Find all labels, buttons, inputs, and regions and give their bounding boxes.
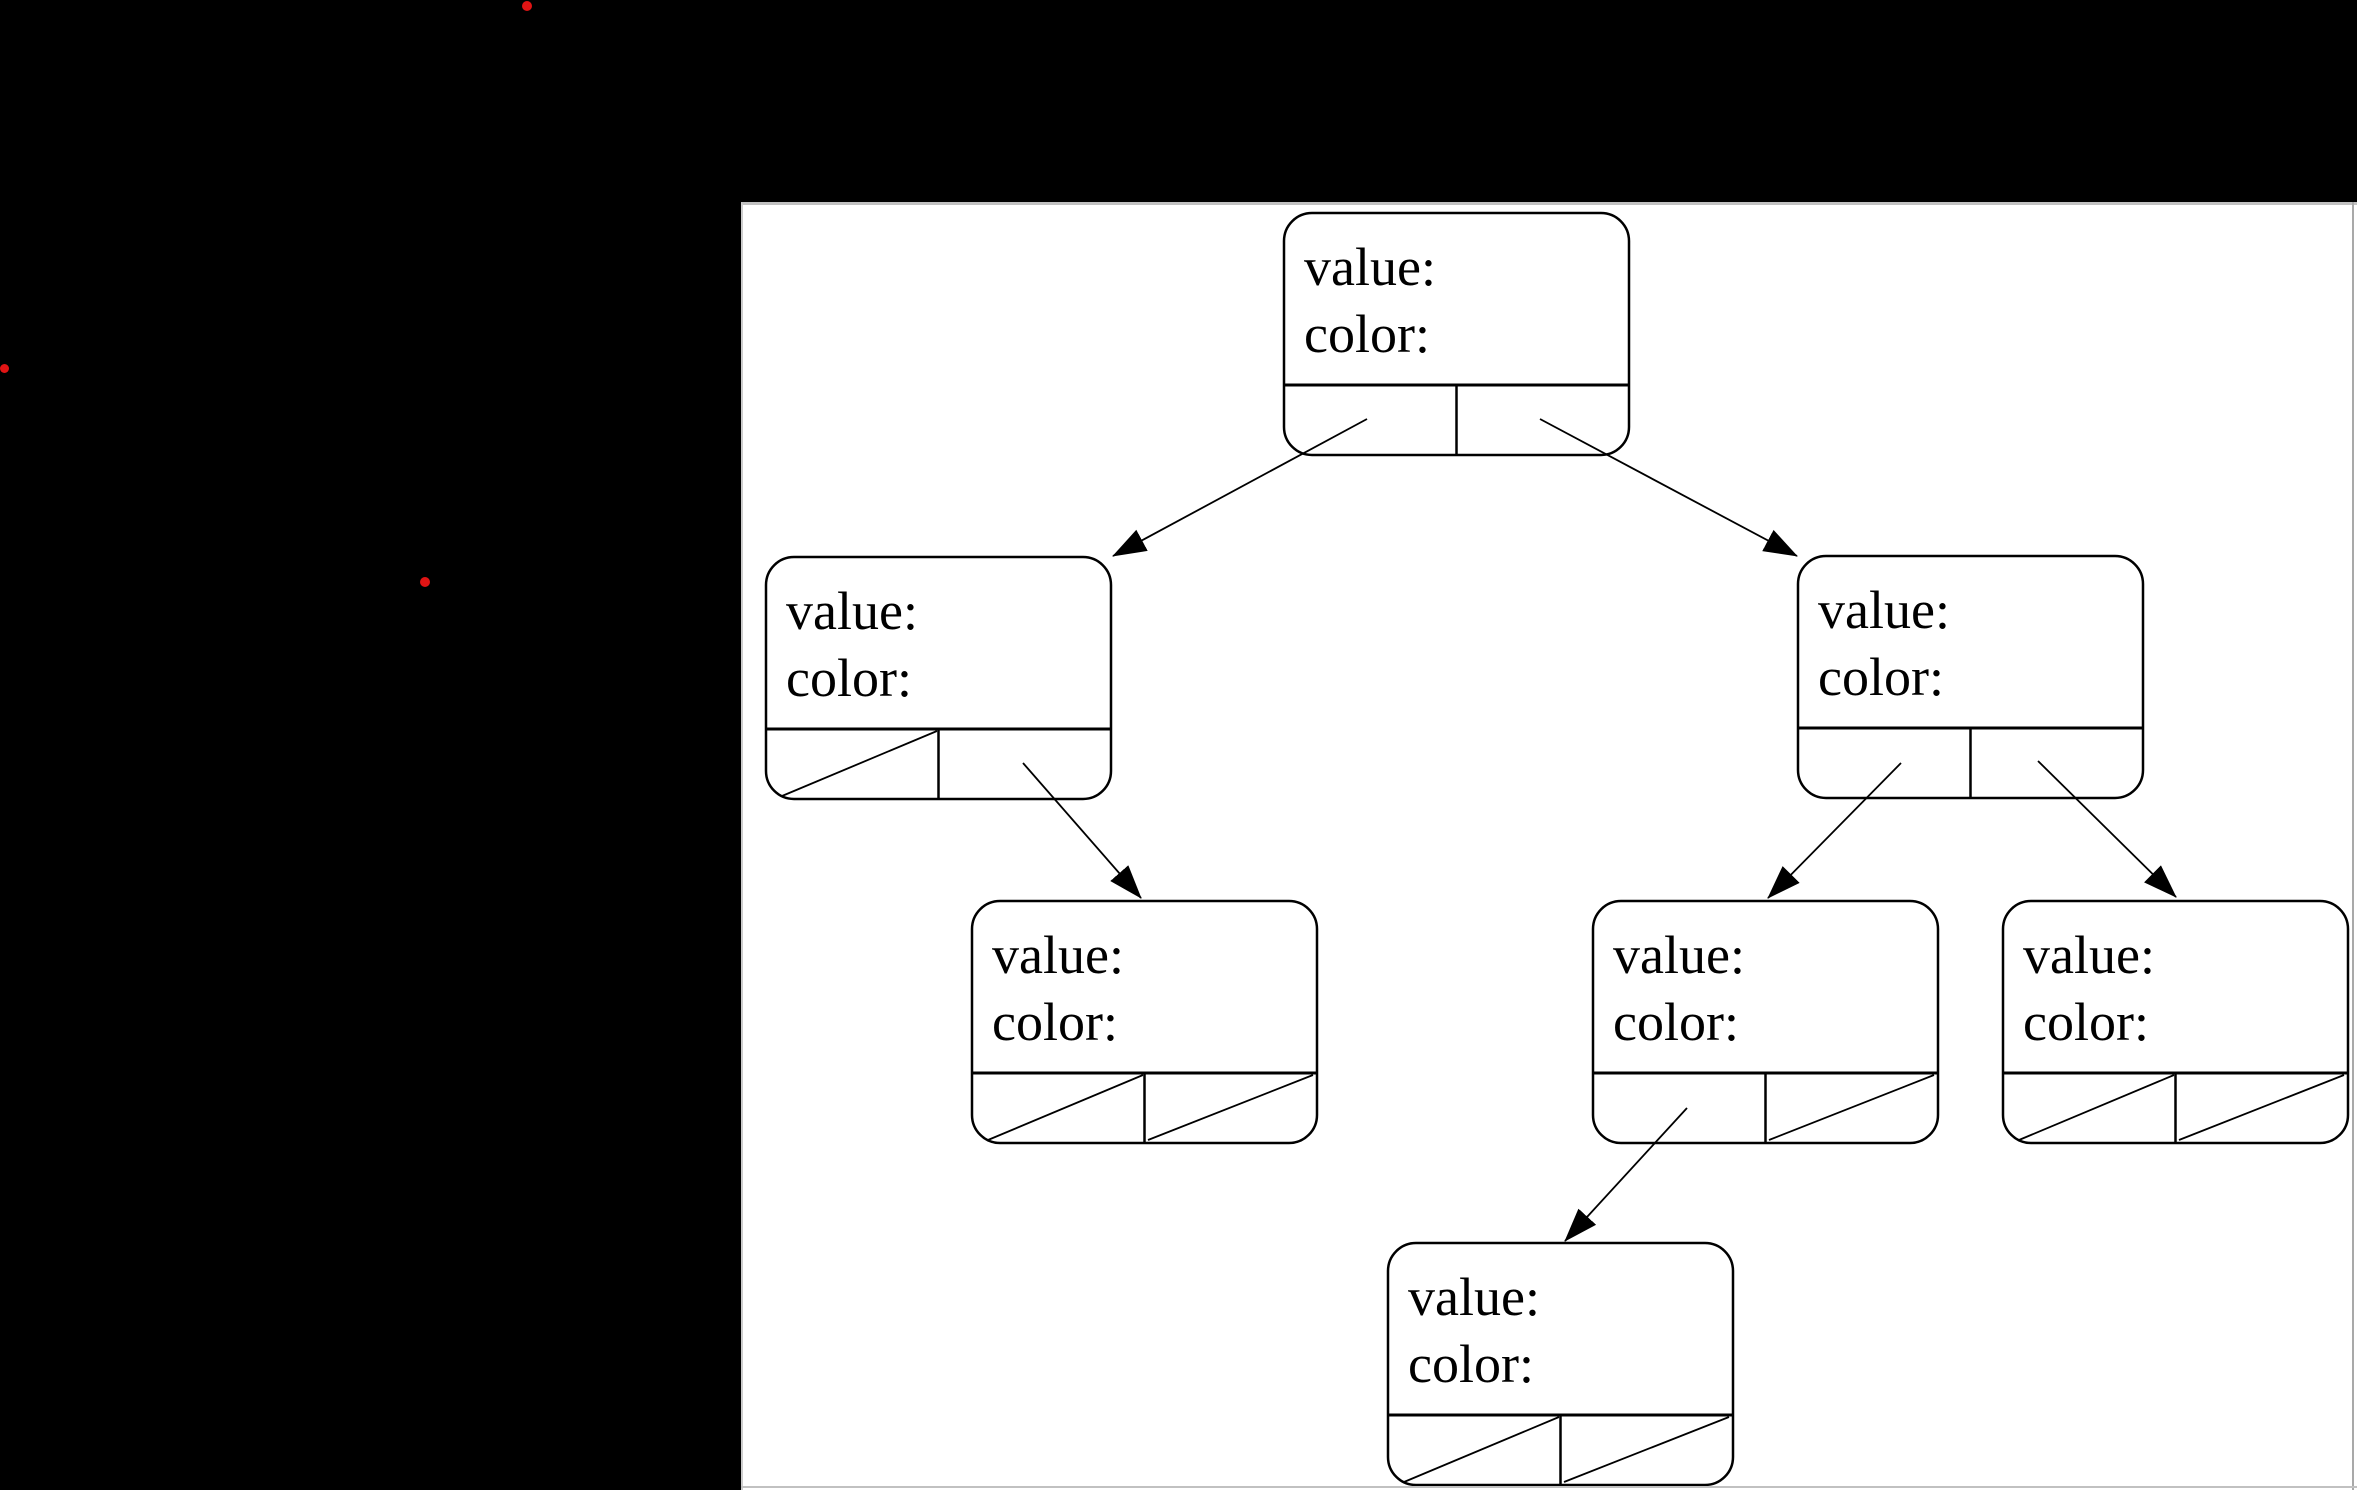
node-value-label: value: (2023, 925, 2155, 985)
node-color-label: color: (1818, 647, 1944, 707)
node-color-label: color: (1408, 1334, 1534, 1394)
left-null-pointer-slash (781, 730, 938, 797)
tree-node-rl: value: color: (1591, 899, 1940, 1145)
red-annotation-dot (420, 577, 430, 587)
node-value-label: value: (1304, 237, 1436, 297)
diagram-panel: value: color: value: color: value: color… (741, 202, 2357, 1490)
left-null-pointer-slash (1403, 1416, 1560, 1483)
right-null-pointer-slash (1768, 1074, 1935, 1141)
left-null-pointer-slash (2018, 1074, 2175, 1141)
tree-node-r: value: color: (1796, 554, 2145, 800)
edge-root-to-left-child (1112, 418, 1368, 557)
node-value-label: value: (992, 925, 1124, 985)
right-null-pointer-slash (1147, 1074, 1314, 1141)
edge-rl-to-left-child (1564, 1107, 1688, 1242)
tree-node-rll: value: color: (1386, 1241, 1735, 1487)
edge-r-to-right-child (2037, 760, 2177, 898)
node-value-label: value: (786, 581, 918, 641)
node-value-label: value: (1818, 580, 1950, 640)
tree-node-l: value: color: (764, 555, 1113, 801)
right-null-pointer-slash (2178, 1074, 2345, 1141)
panel-bottom-border-line (741, 1486, 2357, 1488)
red-annotation-dot (0, 364, 9, 373)
node-color-label: color: (992, 992, 1118, 1052)
right-null-pointer-slash (1563, 1416, 1730, 1483)
node-color-label: color: (786, 648, 912, 708)
edge-root-to-right-child (1539, 418, 1798, 557)
left-null-pointer-slash (987, 1074, 1144, 1141)
node-color-label: color: (1613, 992, 1739, 1052)
red-annotation-dot (522, 1, 532, 11)
node-color-label: color: (1304, 304, 1430, 364)
node-color-label: color: (2023, 992, 2149, 1052)
node-value-label: value: (1613, 925, 1745, 985)
tree-node-root: value: color: (1282, 211, 1631, 457)
tree-diagram-svg: value: color: value: color: value: color… (764, 211, 2350, 1487)
node-value-label: value: (1408, 1267, 1540, 1327)
tree-node-rr: value: color: (2001, 899, 2350, 1145)
tree-node-lr: value: color: (970, 899, 1319, 1145)
edge-r-to-left-child (1767, 762, 1902, 899)
edge-l-to-right-child (1022, 762, 1142, 899)
panel-right-border-line (2352, 202, 2354, 1490)
